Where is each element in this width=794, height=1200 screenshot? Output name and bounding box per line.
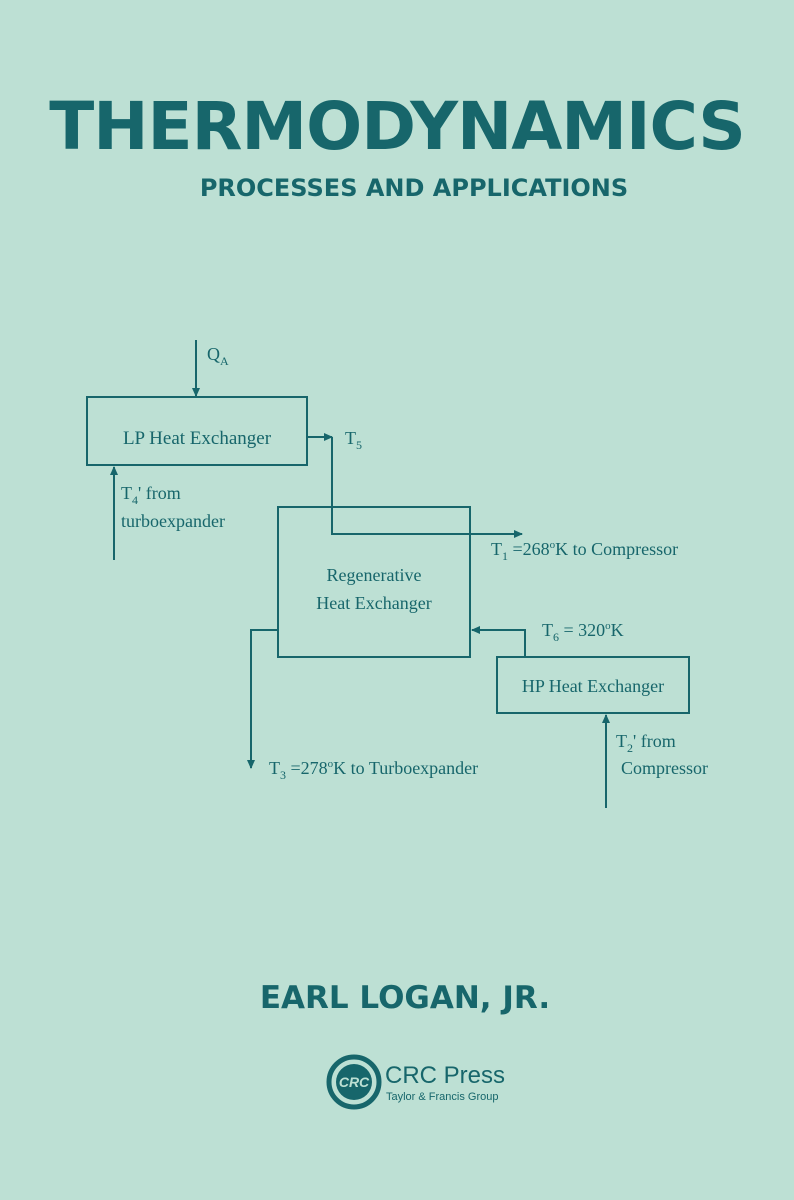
t4-label: T4' from <box>121 483 181 507</box>
book-subtitle: PROCESSES AND APPLICATIONS <box>199 174 629 202</box>
t4-label-line2: turboexpander <box>121 511 225 531</box>
lp-heat-exchanger-label: LP Heat Exchanger <box>123 428 272 449</box>
t5-label: T5 <box>345 428 362 452</box>
hp-heat-exchanger-label: HP Heat Exchanger <box>522 676 664 696</box>
svg-text:CRC: CRC <box>339 1074 370 1090</box>
t1-label: T1 =268oK to Compressor <box>491 539 678 563</box>
t2-label: T2' from <box>616 731 676 755</box>
t6-line <box>471 626 526 657</box>
regen-label-line1: Regenerative <box>327 565 422 585</box>
crc-logo-icon: CRC <box>326 1054 382 1110</box>
t3-line <box>247 629 278 769</box>
t6-label: T6 = 320oK <box>542 620 624 644</box>
lp-heat-exchanger-box <box>86 396 308 466</box>
publisher-group: Taylor & Francis Group <box>386 1091 499 1103</box>
author-name: EARL LOGAN, JR. <box>259 980 551 1016</box>
publisher-name: CRC Press <box>385 1062 506 1089</box>
t5-to-t1-line <box>331 437 523 538</box>
book-title: THERMODYNAMICS <box>49 88 745 165</box>
regenerative-heat-exchanger-box <box>277 506 471 658</box>
t3-label: T3 =278oK to Turboexpander <box>269 758 478 782</box>
regen-label-line2: Heat Exchanger <box>316 593 431 613</box>
t2-label-line2: Compressor <box>621 758 708 778</box>
qa-label: QA <box>207 344 229 368</box>
hp-heat-exchanger-box <box>496 656 690 714</box>
